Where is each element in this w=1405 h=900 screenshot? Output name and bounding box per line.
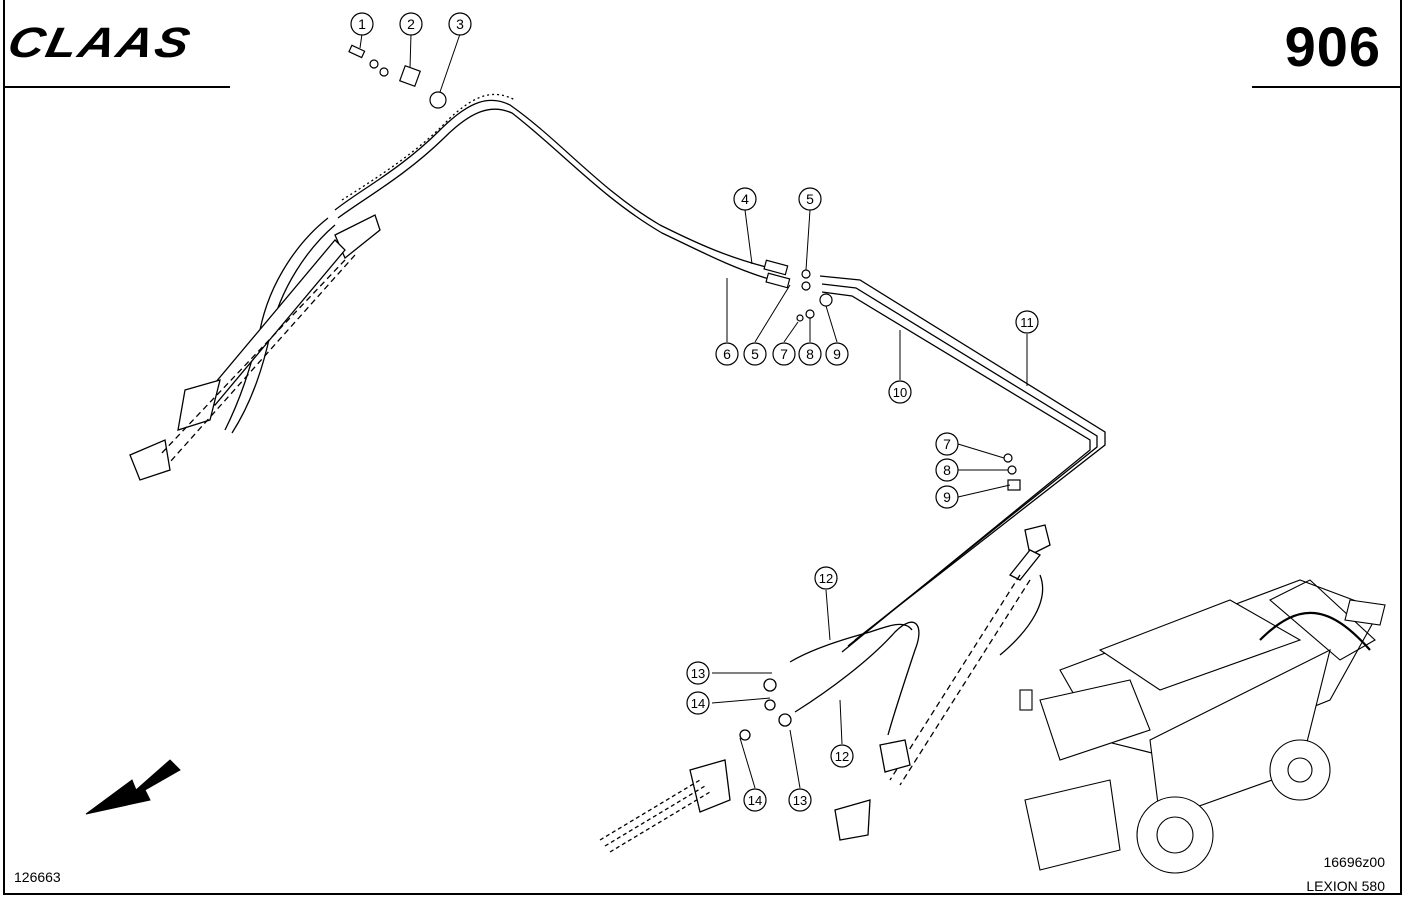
callout-circle: [888, 380, 912, 404]
callout-label: 5: [751, 346, 759, 362]
combine-harvester-thumbnail: [1019, 579, 1386, 874]
callout-label: 11: [1020, 315, 1034, 330]
callout-label: 8: [943, 462, 951, 478]
callout-label: 8: [806, 346, 814, 362]
callout-circle: [772, 342, 796, 366]
callout-label: 10: [893, 385, 907, 400]
leader-lines: [359, 33, 1028, 789]
callout-circle: [788, 788, 812, 812]
callout-label: 13: [691, 666, 705, 681]
callout-label: 12: [835, 749, 849, 764]
callout-label: 14: [691, 696, 705, 711]
steel-line-a: [819, 275, 1106, 641]
callout-circle: [399, 12, 423, 36]
callout-label: 7: [943, 436, 951, 452]
right-cylinder: [834, 524, 1051, 841]
steel-line-b: [821, 283, 1098, 647]
callout-circle: [814, 566, 838, 590]
page-number: 906: [1284, 15, 1381, 78]
callout-label: 6: [723, 346, 731, 362]
header-rule-left: [4, 86, 230, 88]
callout-circle: [935, 485, 959, 509]
model-name: LEXION 580: [1306, 878, 1385, 894]
lower-connection-block: [599, 678, 792, 853]
callout-circle: [448, 12, 472, 36]
callout-circle: [743, 342, 767, 366]
callout-label: 4: [741, 191, 749, 207]
callout-label: 14: [748, 793, 762, 808]
callout-label: 7: [780, 346, 788, 362]
callout-label: 5: [806, 191, 814, 207]
callout-circle: [798, 187, 822, 211]
callout-circle: [350, 12, 374, 36]
callout-circle: [798, 342, 822, 366]
direction-arrow: [85, 759, 181, 815]
right-cylinder-hose: [999, 574, 1044, 656]
callout-label: 1: [358, 16, 366, 32]
header-rule-right: [1252, 86, 1402, 88]
hose-lines: [224, 93, 1106, 736]
callout-circle: [743, 788, 767, 812]
callout-label: 9: [833, 346, 841, 362]
callout-labels: 1 2 3 4 5 5 6 7 8 9 10 11 7 8 9 12 12 13…: [358, 16, 1034, 808]
drawing-id: 126663: [14, 869, 61, 885]
left-hose-down-b: [231, 224, 336, 434]
figure-code: 16696z00: [1323, 854, 1385, 870]
callout-circle: [1015, 310, 1039, 334]
callout-circle: [825, 342, 849, 366]
callout-label: 2: [407, 16, 415, 32]
top-border-right: [1400, 0, 1402, 88]
callout-circle: [686, 661, 710, 685]
lower-hose-12b: [794, 621, 920, 736]
callout-circle: [830, 744, 854, 768]
figure-reference: 16696z00 LEXION 580: [1306, 850, 1385, 898]
callout-label: 12: [819, 571, 833, 586]
steel-line-c: [821, 291, 1091, 653]
callout-markers: [350, 12, 1039, 812]
callout-label: 9: [943, 489, 951, 505]
callout-circle: [733, 187, 757, 211]
drawing-frame: [3, 87, 1402, 895]
upper-hose-a: [334, 99, 771, 269]
upper-hose-b: [337, 108, 773, 281]
upper-hose-texture: [341, 93, 516, 201]
callout-circle: [935, 458, 959, 482]
callout-circle: [686, 691, 710, 715]
callout-circle: [935, 432, 959, 456]
fittings: [348, 44, 1021, 491]
top-border-left: [3, 0, 5, 88]
callout-label: 3: [456, 16, 464, 32]
callout-label: 13: [793, 793, 807, 808]
callout-circle: [715, 342, 739, 366]
left-cylinder: [129, 214, 381, 481]
lower-hose-12a: [789, 623, 913, 663]
